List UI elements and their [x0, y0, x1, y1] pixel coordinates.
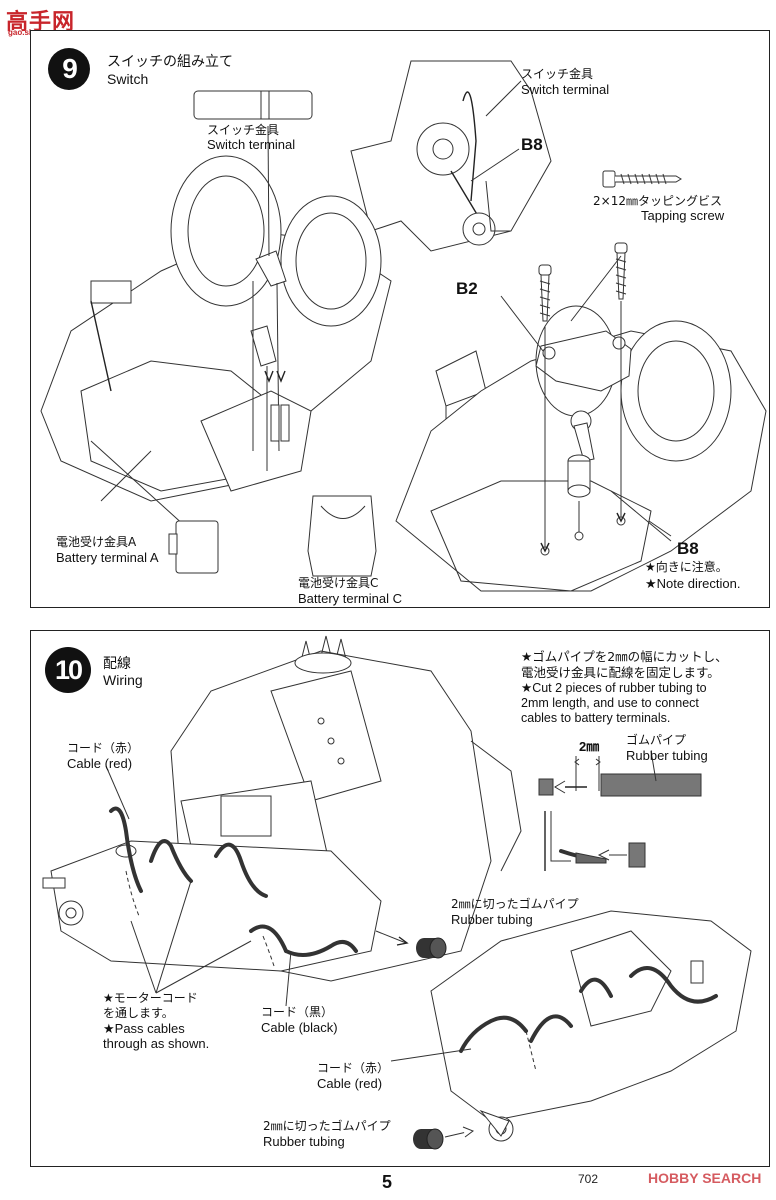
- step-number-10: 10: [45, 647, 91, 693]
- label-b2: B2: [456, 279, 478, 298]
- label-b8-top: B8: [521, 135, 543, 154]
- label-battery-a-en: Battery terminal A: [56, 550, 159, 565]
- step-10-title-en: Wiring: [103, 672, 143, 688]
- label-motor-cable-en-1: ★Pass cables: [103, 1021, 185, 1036]
- page-number: 5: [382, 1172, 393, 1192]
- label-cable-black-en: Cable (black): [261, 1020, 338, 1035]
- label-switch-terminal-top-jp: スイッチ金具: [521, 67, 594, 81]
- step-number-9: 9: [48, 48, 90, 90]
- label-dim-2mm: 2㎜: [579, 739, 600, 754]
- step-10-title-jp: 配線: [103, 656, 131, 672]
- label-motor-cable-jp-2: を通します。: [103, 1006, 174, 1020]
- label-rubber-cut2-jp: 2㎜に切ったゴムパイプ: [263, 1119, 391, 1133]
- label-note-direction-jp: ★向きに注意。: [645, 560, 728, 574]
- label-switch-terminal-en: Switch terminal: [207, 137, 296, 152]
- label-rubber-cut2-en: Rubber tubing: [263, 1134, 345, 1149]
- label-battery-a-jp: 電池受け金具A: [56, 535, 137, 549]
- step-9-title-en: Switch: [107, 71, 149, 87]
- step-10-illustration: [42, 635, 752, 1150]
- note-rubber-en-1: ★Cut 2 pieces of rubber tubing to: [521, 681, 707, 695]
- label-note-direction-en: ★Note direction.: [645, 576, 741, 591]
- step-9-title-jp: スイッチの組み立て: [107, 54, 233, 70]
- label-rubber-cut-en: Rubber tubing: [451, 912, 533, 927]
- step-9-illustration: [40, 60, 767, 592]
- label-motor-cable-en-2: through as shown.: [103, 1036, 210, 1051]
- step-10-panel: 10 配線 Wiring ★ゴムパイプを2㎜の幅にカットし、 電池受け金具に配線…: [30, 630, 770, 1167]
- label-cable-red2-jp: コード（赤）: [317, 1061, 390, 1075]
- label-switch-terminal-top-en: Switch terminal: [521, 82, 610, 97]
- label-motor-cable-jp-1: ★モーターコード: [103, 991, 198, 1005]
- step-9-panel: 9 スイッチの組み立て Switch スイッチ金具 Switch termina…: [30, 30, 770, 608]
- label-rubber-en: Rubber tubing: [626, 748, 708, 763]
- note-rubber-en-2: 2mm length, and use to connect: [521, 696, 699, 710]
- note-rubber-en-3: cables to battery terminals.: [521, 711, 671, 725]
- label-cable-black-jp: コード（黒）: [261, 1005, 334, 1019]
- label-cable-red-jp: コード（赤）: [67, 741, 140, 755]
- note-rubber-jp-2: 電池受け金具に配線を固定します。: [521, 665, 720, 680]
- label-switch-terminal-jp: スイッチ金具: [207, 123, 280, 137]
- label-battery-c-jp: 電池受け金具C: [298, 576, 379, 590]
- note-rubber-jp-1: ★ゴムパイプを2㎜の幅にカットし、: [521, 649, 728, 664]
- label-cable-red-en: Cable (red): [67, 756, 133, 771]
- label-battery-c-en: Battery terminal C: [298, 591, 403, 606]
- label-rubber-cut-jp: 2㎜に切ったゴムパイプ: [451, 897, 579, 911]
- label-b8-bottom: B8: [677, 539, 699, 558]
- label-screw-jp: 2×12㎜タッピングビス: [593, 194, 722, 208]
- label-rubber-jp: ゴムパイプ: [626, 733, 687, 747]
- label-cable-red2-en: Cable (red): [317, 1076, 383, 1091]
- label-screw-en: Tapping screw: [641, 208, 725, 223]
- footer-watermark: HOBBY SEARCH: [648, 1170, 762, 1186]
- footer-code: 702: [578, 1172, 599, 1186]
